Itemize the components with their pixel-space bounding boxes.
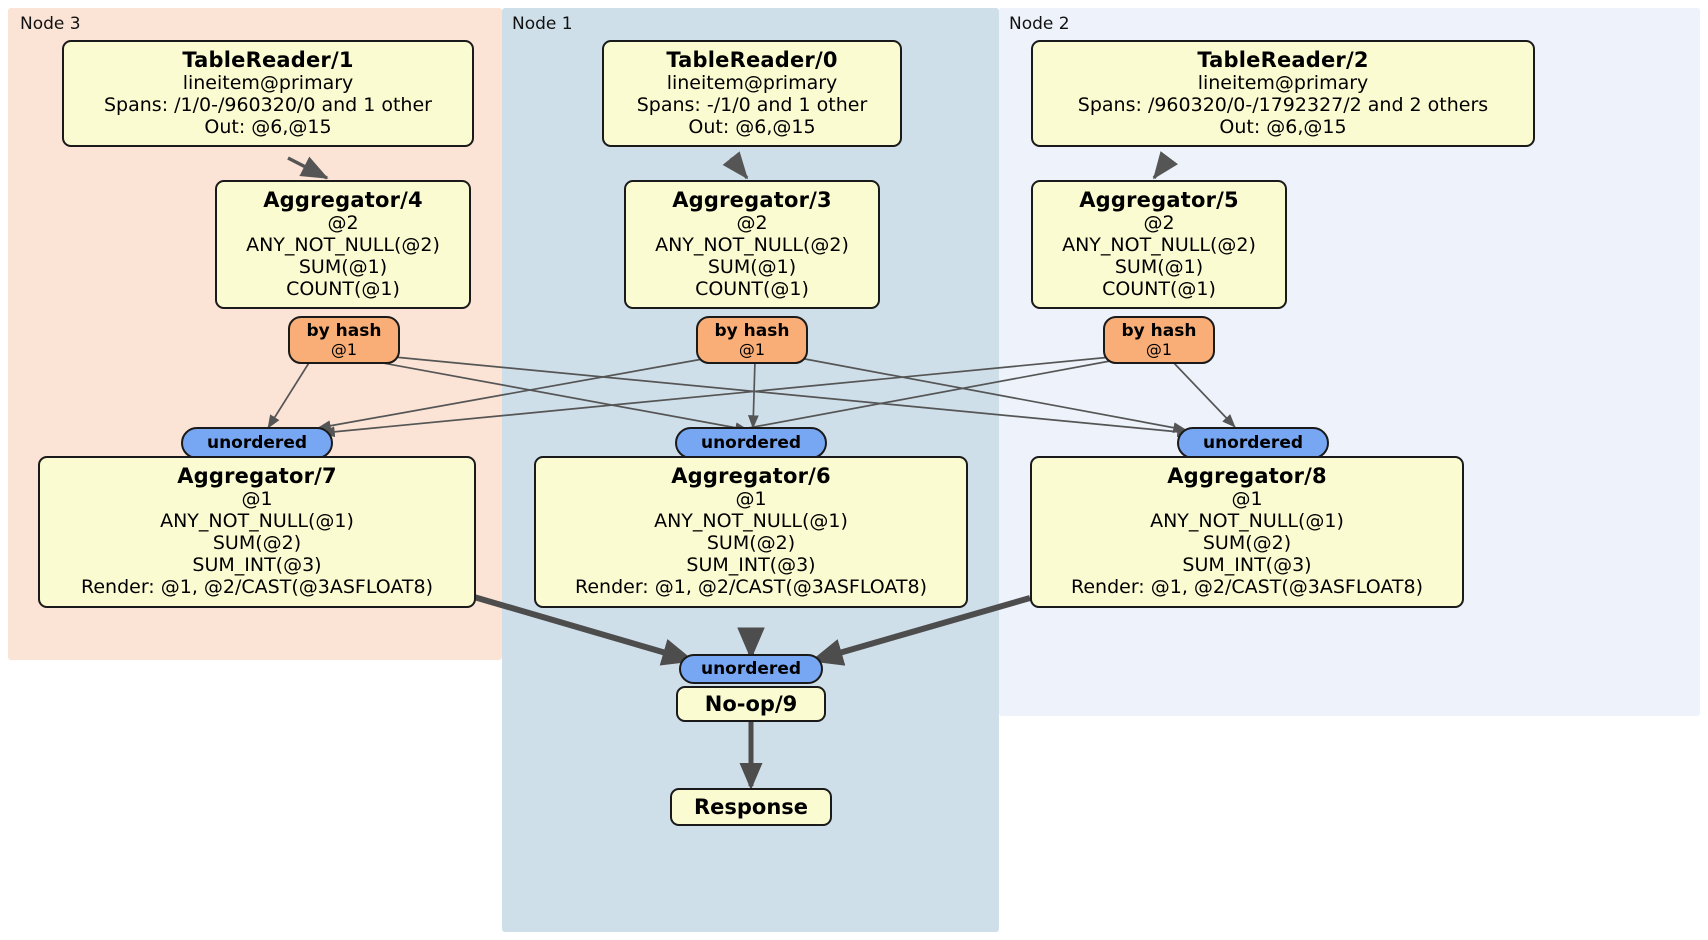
- processor-line: @2: [327, 212, 359, 235]
- processor-line: COUNT(@1): [1102, 278, 1216, 301]
- processor-line: @2: [1143, 212, 1175, 235]
- processor-line: COUNT(@1): [286, 278, 400, 301]
- processor-line: ANY_NOT_NULL(@1): [654, 510, 848, 533]
- processor-noop-9[interactable]: No-op/9: [676, 686, 826, 722]
- processor-line: SUM(@1): [707, 256, 797, 279]
- node-label-node1: Node 1: [512, 14, 573, 34]
- processor-line: lineitem@primary: [1197, 72, 1369, 95]
- processor-aggregator-7[interactable]: Aggregator/7 @1 ANY_NOT_NULL(@1) SUM(@2)…: [38, 456, 476, 608]
- processor-line: Out: @6,@15: [1219, 116, 1347, 139]
- synchronizer-label: unordered: [206, 432, 308, 453]
- processor-line: ANY_NOT_NULL(@2): [655, 234, 849, 257]
- processor-line: Render: @1, @2/CAST(@3ASFLOAT8): [81, 576, 433, 599]
- processor-title: Aggregator/6: [671, 464, 831, 488]
- processor-table-reader-0[interactable]: TableReader/0 lineitem@primary Spans: -/…: [602, 40, 902, 148]
- processor-title: Aggregator/3: [672, 188, 832, 212]
- unordered-synchronizer-left[interactable]: unordered: [181, 427, 333, 459]
- synchronizer-label: unordered: [700, 432, 802, 453]
- processor-line: Render: @1, @2/CAST(@3ASFLOAT8): [575, 576, 927, 599]
- processor-title: Aggregator/5: [1079, 188, 1239, 212]
- processor-aggregator-8[interactable]: Aggregator/8 @1 ANY_NOT_NULL(@1) SUM(@2)…: [1030, 456, 1464, 608]
- processor-line: ANY_NOT_NULL(@1): [1150, 510, 1344, 533]
- hash-router-column: @1: [1145, 339, 1173, 359]
- hash-router-label: by hash: [714, 320, 790, 341]
- processor-line: Spans: -/1/0 and 1 other: [636, 94, 868, 117]
- processor-line: Spans: /1/0-/960320/0 and 1 other: [104, 94, 432, 117]
- hash-router-right[interactable]: by hash @1: [1103, 316, 1215, 364]
- processor-line: SUM_INT(@3): [1182, 554, 1312, 577]
- processor-table-reader-2[interactable]: TableReader/2 lineitem@primary Spans: /9…: [1031, 40, 1535, 148]
- processor-title: Aggregator/4: [263, 188, 423, 212]
- processor-line: Out: @6,@15: [204, 116, 332, 139]
- processor-line: lineitem@primary: [182, 72, 354, 95]
- unordered-synchronizer-final[interactable]: unordered: [679, 654, 823, 684]
- processor-line: SUM_INT(@3): [192, 554, 322, 577]
- processor-line: @2: [736, 212, 768, 235]
- processor-title: No-op/9: [704, 692, 798, 716]
- processor-line: SUM(@2): [212, 532, 302, 555]
- unordered-synchronizer-right[interactable]: unordered: [1177, 427, 1329, 459]
- processor-title: TableReader/2: [1197, 48, 1369, 72]
- synchronizer-label: unordered: [700, 658, 802, 679]
- processor-line: SUM_INT(@3): [686, 554, 816, 577]
- hash-router-label: by hash: [306, 320, 382, 341]
- processor-aggregator-4[interactable]: Aggregator/4 @2 ANY_NOT_NULL(@2) SUM(@1)…: [215, 180, 471, 310]
- processor-line: SUM(@2): [1202, 532, 1292, 555]
- processor-line: SUM(@1): [1114, 256, 1204, 279]
- processor-line: ANY_NOT_NULL(@2): [246, 234, 440, 257]
- processor-line: lineitem@primary: [666, 72, 838, 95]
- hash-router-column: @1: [738, 339, 766, 359]
- processor-title: TableReader/0: [666, 48, 838, 72]
- processor-title: Response: [693, 795, 809, 819]
- processor-line: Spans: /960320/0-/1792327/2 and 2 others: [1077, 94, 1489, 117]
- processor-line: Out: @6,@15: [688, 116, 816, 139]
- processor-line: SUM(@1): [298, 256, 388, 279]
- hash-router-left[interactable]: by hash @1: [288, 316, 400, 364]
- processor-title: Aggregator/8: [1167, 464, 1327, 488]
- hash-router-label: by hash: [1121, 320, 1197, 341]
- unordered-synchronizer-mid[interactable]: unordered: [675, 427, 827, 459]
- processor-line: @1: [735, 488, 767, 511]
- processor-line: @1: [1231, 488, 1263, 511]
- hash-router-mid[interactable]: by hash @1: [696, 316, 808, 364]
- processor-line: Render: @1, @2/CAST(@3ASFLOAT8): [1071, 576, 1423, 599]
- synchronizer-label: unordered: [1202, 432, 1304, 453]
- node-label-node2: Node 2: [1009, 14, 1070, 34]
- processor-response[interactable]: Response: [670, 788, 832, 826]
- processor-aggregator-3[interactable]: Aggregator/3 @2 ANY_NOT_NULL(@2) SUM(@1)…: [624, 180, 880, 310]
- processor-aggregator-6[interactable]: Aggregator/6 @1 ANY_NOT_NULL(@1) SUM(@2)…: [534, 456, 968, 608]
- processor-line: SUM(@2): [706, 532, 796, 555]
- processor-line: ANY_NOT_NULL(@1): [160, 510, 354, 533]
- processor-line: COUNT(@1): [695, 278, 809, 301]
- processor-aggregator-5[interactable]: Aggregator/5 @2 ANY_NOT_NULL(@2) SUM(@1)…: [1031, 180, 1287, 310]
- node-label-node3: Node 3: [20, 14, 81, 34]
- processor-line: @1: [241, 488, 273, 511]
- processor-table-reader-1[interactable]: TableReader/1 lineitem@primary Spans: /1…: [62, 40, 474, 148]
- hash-router-column: @1: [330, 339, 358, 359]
- processor-title: Aggregator/7: [177, 464, 337, 488]
- processor-title: TableReader/1: [182, 48, 354, 72]
- processor-line: ANY_NOT_NULL(@2): [1062, 234, 1256, 257]
